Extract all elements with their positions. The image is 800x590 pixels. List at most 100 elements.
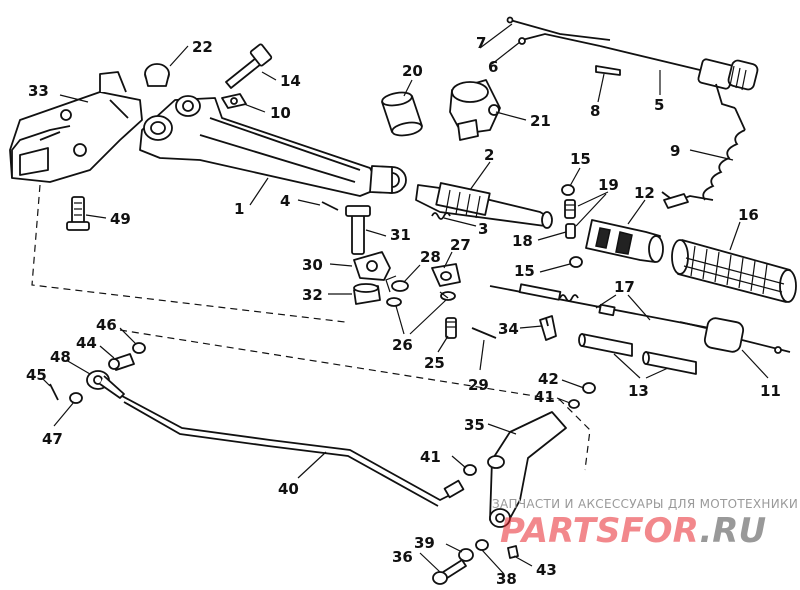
callout-5: 5 (654, 96, 664, 114)
part-36-bolt[interactable] (432, 559, 467, 585)
part-16-grip-rubber[interactable] (671, 239, 797, 303)
callout-2: 2 (484, 146, 494, 164)
part-30-bracket[interactable] (353, 251, 391, 281)
callout-10: 10 (270, 104, 291, 122)
part-5-stop-switch[interactable] (599, 45, 759, 109)
part-45-cotter[interactable] (49, 383, 59, 401)
part-22-grommet[interactable] (144, 63, 170, 87)
callout-17: 17 (614, 278, 635, 296)
part-26-washers[interactable] (385, 275, 456, 307)
callout-12: 12 (634, 184, 655, 202)
callout-33: 33 (28, 82, 49, 100)
callout-44: 44 (76, 334, 97, 352)
part-47-washer[interactable] (69, 392, 83, 404)
watermark-tagline: ЗАПЧАСТИ И АКСЕССУАРЫ ДЛЯ МОТОТЕХНИКИ (492, 497, 798, 511)
callout-21: 21 (530, 112, 551, 130)
part-41-washer-top[interactable] (568, 399, 580, 409)
watermark: ЗАПЧАСТИ И АКСЕССУАРЫ ДЛЯ МОТОТЕХНИКИ PA… (492, 497, 798, 551)
callout-28: 28 (420, 248, 441, 266)
part-15-roller-bottom[interactable] (569, 256, 583, 268)
assembly-outline-dashed (31, 184, 591, 471)
part-32-spacer[interactable] (353, 283, 381, 305)
part-28-washer[interactable] (391, 280, 409, 292)
callout-31: 31 (390, 226, 411, 244)
callout-29: 29 (468, 376, 489, 394)
part-42-nut[interactable] (582, 382, 596, 394)
callout-41-bottom: 41 (420, 448, 441, 466)
part-10-nut[interactable] (221, 93, 247, 109)
part-25-pin[interactable] (445, 317, 457, 339)
callout-26: 26 (392, 336, 413, 354)
part-31-bolt[interactable] (345, 205, 371, 255)
callout-1: 1 (234, 200, 244, 218)
part-9-lanyard[interactable] (661, 107, 746, 209)
callout-9: 9 (670, 142, 680, 160)
part-38-bushing[interactable] (475, 539, 489, 551)
part-46-nut[interactable] (132, 342, 146, 354)
callout-35: 35 (464, 416, 485, 434)
part-7-wire[interactable] (506, 16, 611, 41)
callout-20: 20 (402, 62, 423, 80)
part-29-cotter-pin[interactable] (471, 327, 497, 339)
callout-3: 3 (478, 220, 488, 238)
part-3-spring[interactable] (431, 212, 451, 220)
callout-40: 40 (278, 480, 299, 498)
callout-49: 49 (110, 210, 131, 228)
part-18-pin[interactable] (565, 223, 576, 239)
callout-4: 4 (280, 192, 290, 210)
part-39-washer[interactable] (458, 548, 474, 562)
callout-22: 22 (192, 38, 213, 56)
part-12-throttle-grip[interactable] (585, 219, 664, 263)
part-49-bolt[interactable] (66, 196, 90, 231)
callout-18: 18 (512, 232, 533, 250)
part-44-ball-joint[interactable] (108, 353, 135, 371)
callout-27: 27 (450, 236, 471, 254)
part-40-shift-link-rod[interactable] (121, 395, 465, 507)
callout-46: 46 (96, 316, 117, 334)
part-33-steering-bracket[interactable] (9, 71, 143, 183)
watermark-logo-tld: .RU (699, 511, 766, 551)
callout-7: 7 (476, 34, 486, 52)
part-6-wire-terminal[interactable] (518, 33, 601, 47)
part-48-rod-end[interactable] (86, 370, 125, 399)
callout-34: 34 (498, 320, 519, 338)
callout-39: 39 (414, 534, 435, 552)
part-27-link[interactable] (431, 263, 461, 287)
part-15-roller-top[interactable] (561, 184, 575, 196)
callout-15-top: 15 (570, 150, 591, 168)
callout-36: 36 (392, 548, 413, 566)
part-2-throttle-shaft[interactable] (415, 182, 553, 229)
part-43-nut[interactable] (507, 545, 519, 559)
part-13-sleeves[interactable] (578, 333, 697, 375)
callout-14: 14 (280, 72, 301, 90)
part-19-spring[interactable] (564, 199, 576, 219)
part-41-washer-bottom[interactable] (463, 464, 477, 476)
part-14-bolt[interactable] (225, 43, 273, 89)
part-21-friction-block[interactable] (449, 79, 501, 141)
callout-25: 25 (424, 354, 445, 372)
callout-13: 13 (628, 382, 649, 400)
part-8-screw[interactable] (595, 65, 621, 76)
callout-8: 8 (590, 102, 600, 120)
part-20-bushing[interactable] (381, 90, 423, 137)
callout-45: 45 (26, 366, 47, 384)
part-4-pin[interactable] (321, 201, 339, 211)
part-1-steering-handle[interactable] (139, 95, 407, 197)
part-35-shift-lever[interactable] (487, 411, 567, 528)
callout-38: 38 (496, 570, 517, 588)
callout-47: 47 (42, 430, 63, 448)
callout-16: 16 (738, 206, 759, 224)
watermark-logo-main: PARTSFOR (500, 511, 699, 551)
callout-11: 11 (760, 382, 781, 400)
callout-41-top: 41 (534, 388, 555, 406)
part-11-shift-knob[interactable] (679, 317, 791, 354)
callout-19: 19 (598, 176, 619, 194)
callout-43: 43 (536, 561, 557, 579)
callout-30: 30 (302, 256, 323, 274)
callout-numbers: 33 22 14 10 1 4 49 20 21 2 3 7 6 5 8 9 1… (26, 34, 781, 588)
callout-6: 6 (488, 58, 498, 76)
callout-32: 32 (302, 286, 323, 304)
callout-42: 42 (538, 370, 559, 388)
part-34-clip[interactable] (539, 315, 557, 341)
